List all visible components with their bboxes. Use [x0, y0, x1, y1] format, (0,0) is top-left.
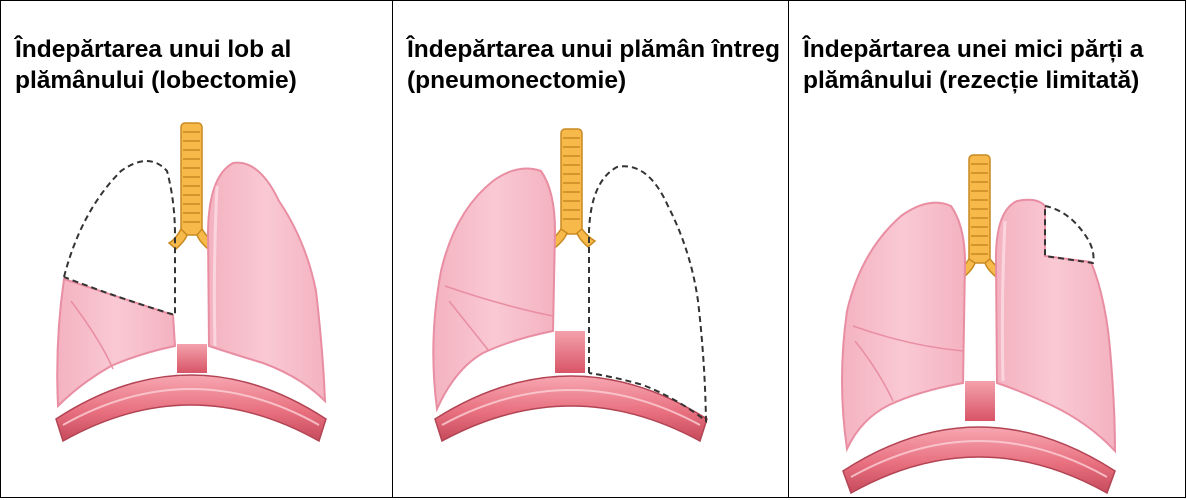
removed-wedge-outline — [1045, 206, 1094, 263]
panel-limited-resection: Îndepărtarea unei mici părți a plămânulu… — [789, 1, 1185, 497]
pneumonectomy-illustration — [393, 1, 789, 500]
diaphragm-stem — [177, 344, 207, 373]
left-lung — [842, 203, 965, 449]
limited-resection-illustration — [789, 1, 1185, 500]
lobectomy-illustration — [1, 1, 393, 500]
panel-lobectomy: Îndepărtarea unui lob al plămânului (lob… — [1, 1, 393, 497]
right-lung — [208, 163, 325, 401]
right-lung — [996, 200, 1115, 451]
panel-pneumonectomy: Îndepărtarea unui plămân întreg (pneumon… — [393, 1, 789, 497]
